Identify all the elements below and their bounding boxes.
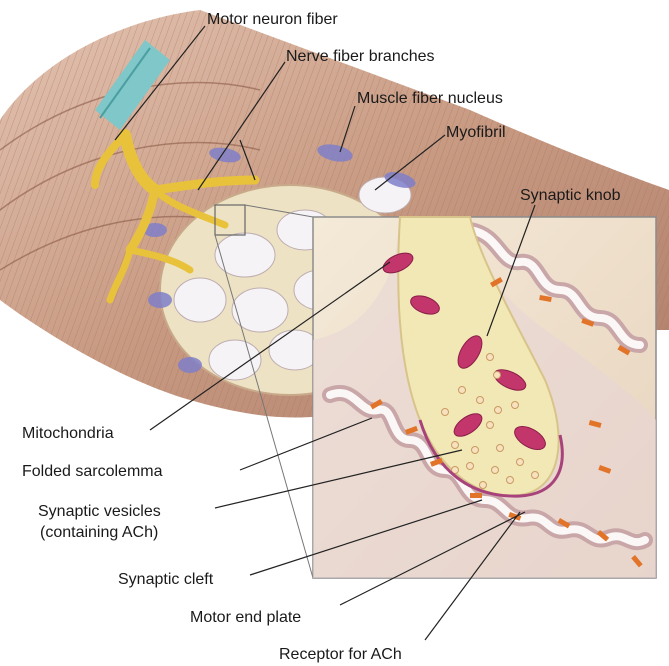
label-motor-neuron-fiber: Motor neuron fiber [207, 10, 338, 29]
label-motor-end-plate: Motor end plate [190, 608, 301, 627]
label-containing-ach: (containing ACh) [40, 523, 158, 542]
label-synaptic-knob: Synaptic knob [520, 186, 621, 205]
label-mitochondria: Mitochondria [22, 424, 114, 443]
label-synaptic-vesicles: Synaptic vesicles [38, 502, 161, 521]
label-muscle-fiber-nucleus: Muscle fiber nucleus [357, 89, 503, 108]
label-receptor-for-ach: Receptor for ACh [279, 645, 402, 664]
label-synaptic-cleft: Synaptic cleft [118, 570, 213, 589]
label-nerve-fiber-branches: Nerve fiber branches [286, 47, 435, 66]
label-myofibril: Myofibril [446, 123, 506, 142]
label-folded-sarcolemma: Folded sarcolemma [22, 462, 163, 481]
